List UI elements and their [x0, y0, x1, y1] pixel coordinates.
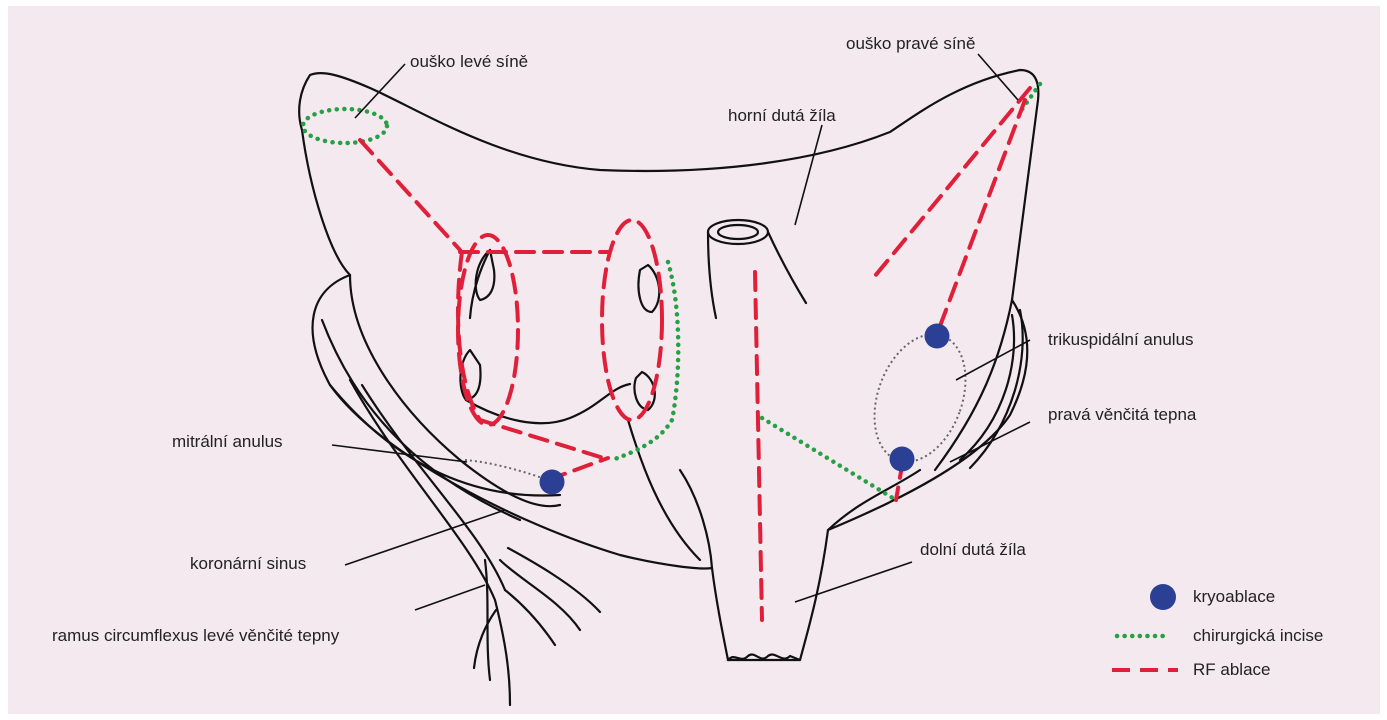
- label-coronary-sinus: koronární sinus: [190, 554, 306, 574]
- cryo-dot-tricuspid-lower: [890, 447, 915, 472]
- legend-cryo-dot: [1150, 584, 1176, 610]
- label-right-coronary-artery: pravá věnčitá tepna: [1048, 405, 1196, 425]
- legend-symbols: [1112, 584, 1178, 670]
- atria-outline: [299, 70, 1038, 705]
- label-right-atrial-appendage: ouško pravé síně: [846, 34, 975, 54]
- legend-label-rf-ablation: RF ablace: [1193, 660, 1270, 680]
- label-circumflex-branch: ramus circumflexus levé věnčité tepny: [52, 626, 339, 646]
- legend-item-cryoablation: kryoablace: [1193, 582, 1275, 612]
- legend-item-incision: chirurgická incise: [1193, 621, 1323, 651]
- mitral-annulus-dotted: [465, 460, 548, 480]
- label-inferior-vena-cava: dolní dutá žíla: [920, 540, 1026, 560]
- label-mitral-annulus: mitrální anulus: [172, 432, 283, 452]
- label-tricuspid-annulus: trikuspidální anulus: [1048, 330, 1194, 350]
- label-left-atrial-appendage: ouško levé síně: [410, 52, 528, 72]
- cryoablation-points: [540, 324, 950, 495]
- legend-label-cryoablation: kryoablace: [1193, 587, 1275, 607]
- surgical-incisions: [303, 84, 1040, 500]
- cryo-dot-mitral: [540, 470, 565, 495]
- legend-item-rf-ablation: RF ablace: [1193, 655, 1270, 685]
- label-superior-vena-cava: horní dutá žíla: [728, 106, 836, 126]
- cryo-dot-tricuspid-upper: [925, 324, 950, 349]
- legend-label-incision: chirurgická incise: [1193, 626, 1323, 646]
- tricuspid-annulus-dotted: [858, 322, 982, 475]
